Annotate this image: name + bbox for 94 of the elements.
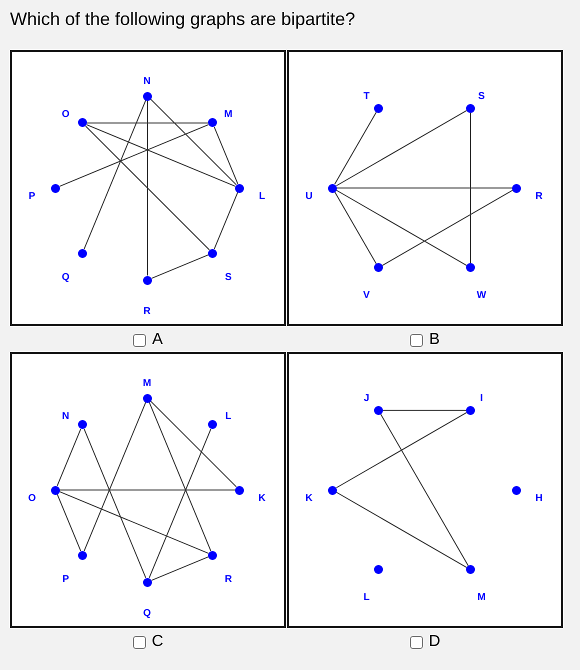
graph-edge	[86, 124, 236, 187]
vertex-dot	[235, 184, 244, 192]
vertex-dot	[512, 184, 521, 192]
vertex-label: R	[535, 192, 543, 202]
vertex-label: P	[62, 574, 69, 585]
vertex-label: Q	[143, 608, 151, 618]
vertex-dot	[374, 104, 383, 113]
graph-edge	[56, 428, 82, 486]
vertex-label: R	[224, 574, 232, 585]
vertex-label: N	[143, 76, 151, 86]
graph-edge	[147, 100, 148, 276]
vertex-dot	[328, 486, 337, 494]
vertex-dot	[143, 578, 152, 586]
graph-panel	[287, 352, 563, 628]
vertex-dot	[78, 550, 87, 560]
vertex-dot	[208, 248, 218, 258]
vertex-label: T	[363, 92, 370, 102]
vertex-label: O	[62, 110, 70, 120]
graph-edge	[382, 190, 514, 266]
vertex-dot	[328, 184, 337, 192]
graph-edge	[336, 412, 468, 488]
graph-edge	[84, 402, 146, 552]
vertex-label: Q	[62, 272, 70, 283]
graph-edge	[150, 400, 237, 488]
graph-panel	[287, 50, 563, 326]
vertex-label: L	[258, 192, 266, 202]
vertex-label: R	[143, 306, 151, 316]
graph-panel	[10, 352, 286, 628]
vertex-dot	[51, 486, 60, 494]
question-title: Which of the following graphs are bipartite?	[10, 9, 356, 30]
vertex-dot	[235, 486, 244, 494]
vertex-dot	[78, 248, 87, 258]
graph-edge	[151, 254, 209, 279]
graph-edge	[470, 112, 471, 264]
vertex-label: U	[305, 192, 313, 202]
vertex-dot	[78, 118, 87, 128]
vertex-dot	[466, 263, 475, 272]
graph-edge	[214, 126, 238, 184]
vertex-dot	[51, 184, 60, 192]
vertex-label: N	[62, 412, 70, 422]
graph-edge	[59, 124, 209, 187]
vertex-label: W	[476, 291, 486, 302]
vertex-label: M	[224, 110, 232, 120]
vertex-label: V	[363, 291, 370, 302]
vertex-label: P	[28, 192, 36, 202]
option-label: C	[152, 634, 164, 650]
vertex-label: S	[478, 92, 485, 102]
vertex-label: M	[477, 593, 486, 604]
vertex-label: S	[224, 272, 232, 283]
vertex-label: L	[225, 412, 232, 422]
graph-edge	[56, 494, 82, 552]
vertex-dot	[208, 420, 218, 430]
option-label: B	[429, 332, 440, 348]
vertex-label: I	[480, 394, 483, 404]
option-label: D	[428, 634, 440, 650]
graph-edge	[380, 414, 469, 566]
graph-edge	[336, 492, 468, 568]
graph-panel	[10, 50, 286, 326]
vertex-dot	[208, 550, 218, 560]
vertex-dot	[512, 486, 521, 494]
graph-edge	[382, 410, 466, 411]
vertex-label: M	[142, 378, 152, 388]
graph-edge	[86, 122, 209, 124]
graph-edge	[334, 112, 377, 185]
vertex-dot	[78, 420, 87, 430]
vertex-label: K	[258, 494, 266, 504]
vertex-dot	[208, 118, 218, 128]
option-label: A	[152, 332, 163, 348]
graph-edge	[59, 491, 209, 554]
graph-edge	[148, 402, 212, 552]
vertex-label: O	[28, 494, 36, 504]
graph-edge	[84, 428, 146, 578]
vertex-label: J	[364, 394, 370, 404]
vertex-dot	[374, 406, 383, 415]
graph-edge	[334, 191, 377, 264]
graph-edge	[85, 126, 210, 250]
vertex-dot	[374, 565, 383, 574]
vertex-label: H	[535, 494, 543, 504]
graph-edge	[214, 192, 238, 250]
vertex-dot	[143, 394, 152, 402]
vertex-dot	[466, 565, 475, 574]
graph-edge	[336, 110, 468, 186]
graph-edge	[148, 428, 212, 578]
vertex-dot	[143, 92, 152, 100]
graph-edge	[151, 556, 209, 581]
graph-edge	[336, 190, 468, 266]
vertex-dot	[466, 406, 475, 415]
vertex-dot	[143, 276, 152, 284]
vertex-dot	[466, 104, 475, 113]
vertex-label: K	[305, 494, 313, 504]
vertex-label: L	[363, 593, 370, 604]
graph-edge	[150, 98, 237, 186]
graph-edge	[84, 100, 146, 250]
vertex-dot	[374, 263, 383, 272]
